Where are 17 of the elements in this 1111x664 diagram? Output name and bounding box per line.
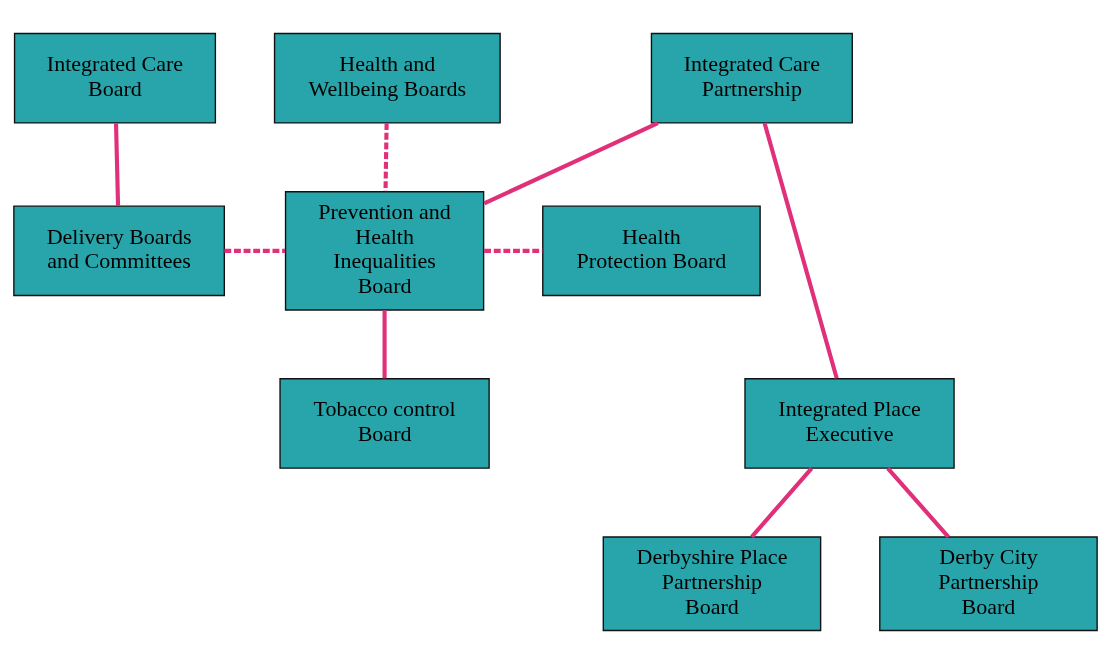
connector xyxy=(224,248,286,253)
connector xyxy=(113,123,121,206)
node-box: Derbyshire Place Partnership Board xyxy=(602,536,822,632)
connector xyxy=(750,466,814,539)
node-box: Health Protection Board xyxy=(542,205,761,297)
node-box: Derby City Partnership Board xyxy=(879,536,1098,632)
connector xyxy=(382,310,387,379)
connector xyxy=(762,122,839,379)
node-box: Health and Wellbeing Boards xyxy=(273,32,501,124)
connector xyxy=(886,466,950,539)
node-box: Tobacco control Board xyxy=(279,378,490,469)
node-box: Delivery Boards and Committees xyxy=(13,205,225,297)
node-box: Integrated Care Board xyxy=(13,32,217,124)
node-box: Prevention and Health Inequalities Board xyxy=(284,191,485,311)
node-box: Integrated Place Executive xyxy=(744,378,955,469)
node-box: Integrated Care Partnership xyxy=(650,32,853,124)
connector xyxy=(483,121,659,206)
